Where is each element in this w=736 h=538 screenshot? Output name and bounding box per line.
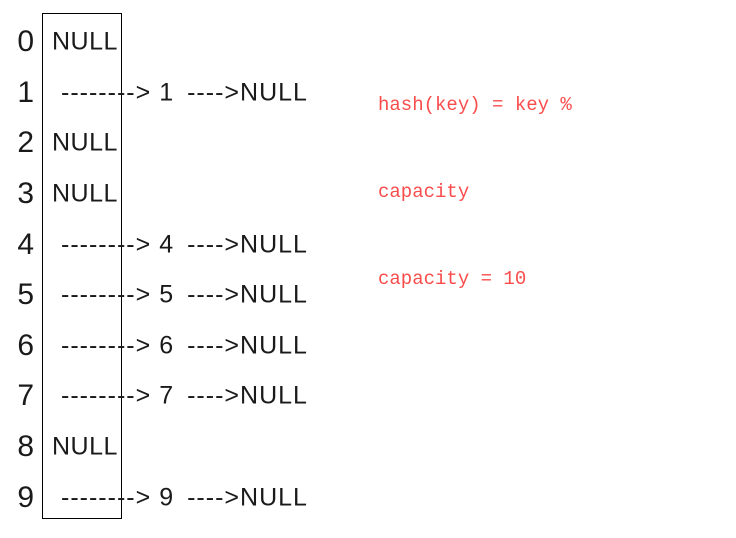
bucket-row-6: 6-------->6---->NULL xyxy=(0,321,430,372)
bucket-index: 8 xyxy=(17,430,34,464)
bucket-chain: -------->1 ---->NULL xyxy=(61,80,308,105)
chain-node-value: 4 xyxy=(159,230,174,259)
bucket-index: 9 xyxy=(17,480,34,514)
bucket-index: 5 xyxy=(17,278,34,312)
chain-arrow: --------> xyxy=(61,230,152,259)
hash-formula-line-2: capacity xyxy=(378,181,470,203)
bucket-index: 4 xyxy=(17,227,34,261)
hash-formula-line-1: hash(key) = key % xyxy=(378,94,572,116)
bucket-chain: -------->6 ---->NULL xyxy=(61,333,308,358)
bucket-chain: -------->7 ---->NULL xyxy=(61,381,308,410)
bucket-index: 0 xyxy=(17,25,34,59)
bucket-row-3: 3 NULL xyxy=(0,169,430,220)
bucket-row-4: 4-------->4---->NULL xyxy=(0,219,430,270)
chain-tail-null: ---->NULL xyxy=(187,331,308,360)
hash-formula-note: hash(key) = key % capacity capacity = 10 xyxy=(378,33,572,352)
bucket-row-8: 8 NULL xyxy=(0,422,430,473)
bucket-index: 7 xyxy=(17,379,34,413)
chain-node-value: 6 xyxy=(159,331,174,360)
bucket-null-label: NULL xyxy=(52,179,118,208)
bucket-row-7: 7-------->7---->NULL xyxy=(0,371,430,422)
chain-node-value: 9 xyxy=(159,483,174,512)
chain-tail-null: ---->NULL xyxy=(187,230,308,259)
bucket-row-2: 2 NULL xyxy=(0,118,430,169)
chain-arrow: --------> xyxy=(61,280,152,309)
chain-node-value: 1 xyxy=(159,78,174,107)
bucket-null-label: NULL xyxy=(52,432,118,461)
chain-node-value: 5 xyxy=(159,280,174,309)
chain-arrow: --------> xyxy=(61,483,152,512)
bucket-row-0: 0 NULL xyxy=(0,17,430,68)
chain-arrow: --------> xyxy=(61,331,152,360)
chain-tail-null: ---->NULL xyxy=(187,381,308,410)
chain-tail-null: ---->NULL xyxy=(187,78,308,107)
bucket-chain: -------->5 ---->NULL xyxy=(61,280,308,309)
bucket-row-5: 5-------->5---->NULL xyxy=(0,270,430,321)
bucket-row-9: 9-------->9---->NULL xyxy=(0,472,430,523)
bucket-chain: -------->4 ---->NULL xyxy=(61,232,308,257)
bucket-chain: -------->9 ---->NULL xyxy=(61,485,308,510)
bucket-row-1: 1-------->1---->NULL xyxy=(0,68,430,119)
chain-tail-null: ---->NULL xyxy=(187,483,308,512)
chain-arrow: --------> xyxy=(61,78,152,107)
bucket-index: 1 xyxy=(17,75,34,109)
array-box xyxy=(42,13,122,519)
bucket-null-label: NULL xyxy=(52,128,118,157)
bucket-index: 2 xyxy=(17,126,34,160)
chain-node-value: 7 xyxy=(159,381,174,410)
capacity-value-line: capacity = 10 xyxy=(378,268,527,290)
chain-tail-null: ---->NULL xyxy=(187,280,308,309)
chain-arrow: --------> xyxy=(61,381,152,410)
bucket-null-label: NULL xyxy=(52,27,118,56)
bucket-index: 6 xyxy=(17,328,34,362)
bucket-index: 3 xyxy=(17,177,34,211)
